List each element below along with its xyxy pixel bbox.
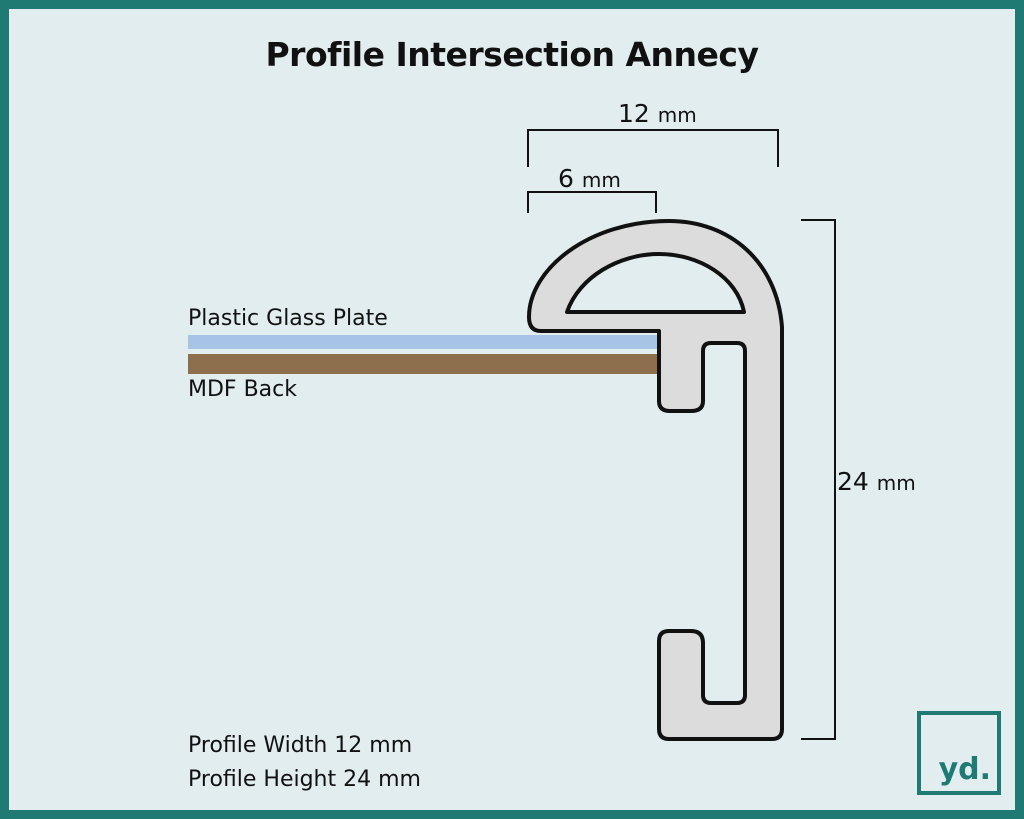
glass-plate-label: Plastic Glass Plate	[188, 306, 388, 331]
dimension-label-24mm: 24 mm	[837, 467, 916, 496]
dimension-label-12mm: 12 mm	[618, 99, 697, 128]
mdf-back	[188, 354, 657, 374]
brand-logo: yd.	[917, 711, 1001, 795]
profile-diagram	[188, 129, 836, 741]
diagram-frame: Profile Intersection Annecy 12 mm 6 mm 2…	[9, 9, 1015, 810]
frame-profile	[527, 219, 784, 741]
profile-height-spec: Profile Height 24 mm	[188, 767, 421, 792]
diagram-title: Profile Intersection Annecy	[265, 35, 760, 74]
dimension-label-6mm: 6 mm	[558, 164, 621, 193]
profile-width-spec: Profile Width 12 mm	[188, 733, 413, 758]
dimension-bracket-24mm	[801, 219, 836, 740]
profile-cutout	[565, 252, 746, 314]
glass-plate	[188, 335, 657, 349]
mdf-back-label: MDF Back	[188, 377, 297, 402]
dimension-bracket-12mm	[527, 129, 779, 167]
dimension-bracket-6mm	[527, 191, 657, 213]
brand-logo-text: yd.	[938, 752, 991, 787]
